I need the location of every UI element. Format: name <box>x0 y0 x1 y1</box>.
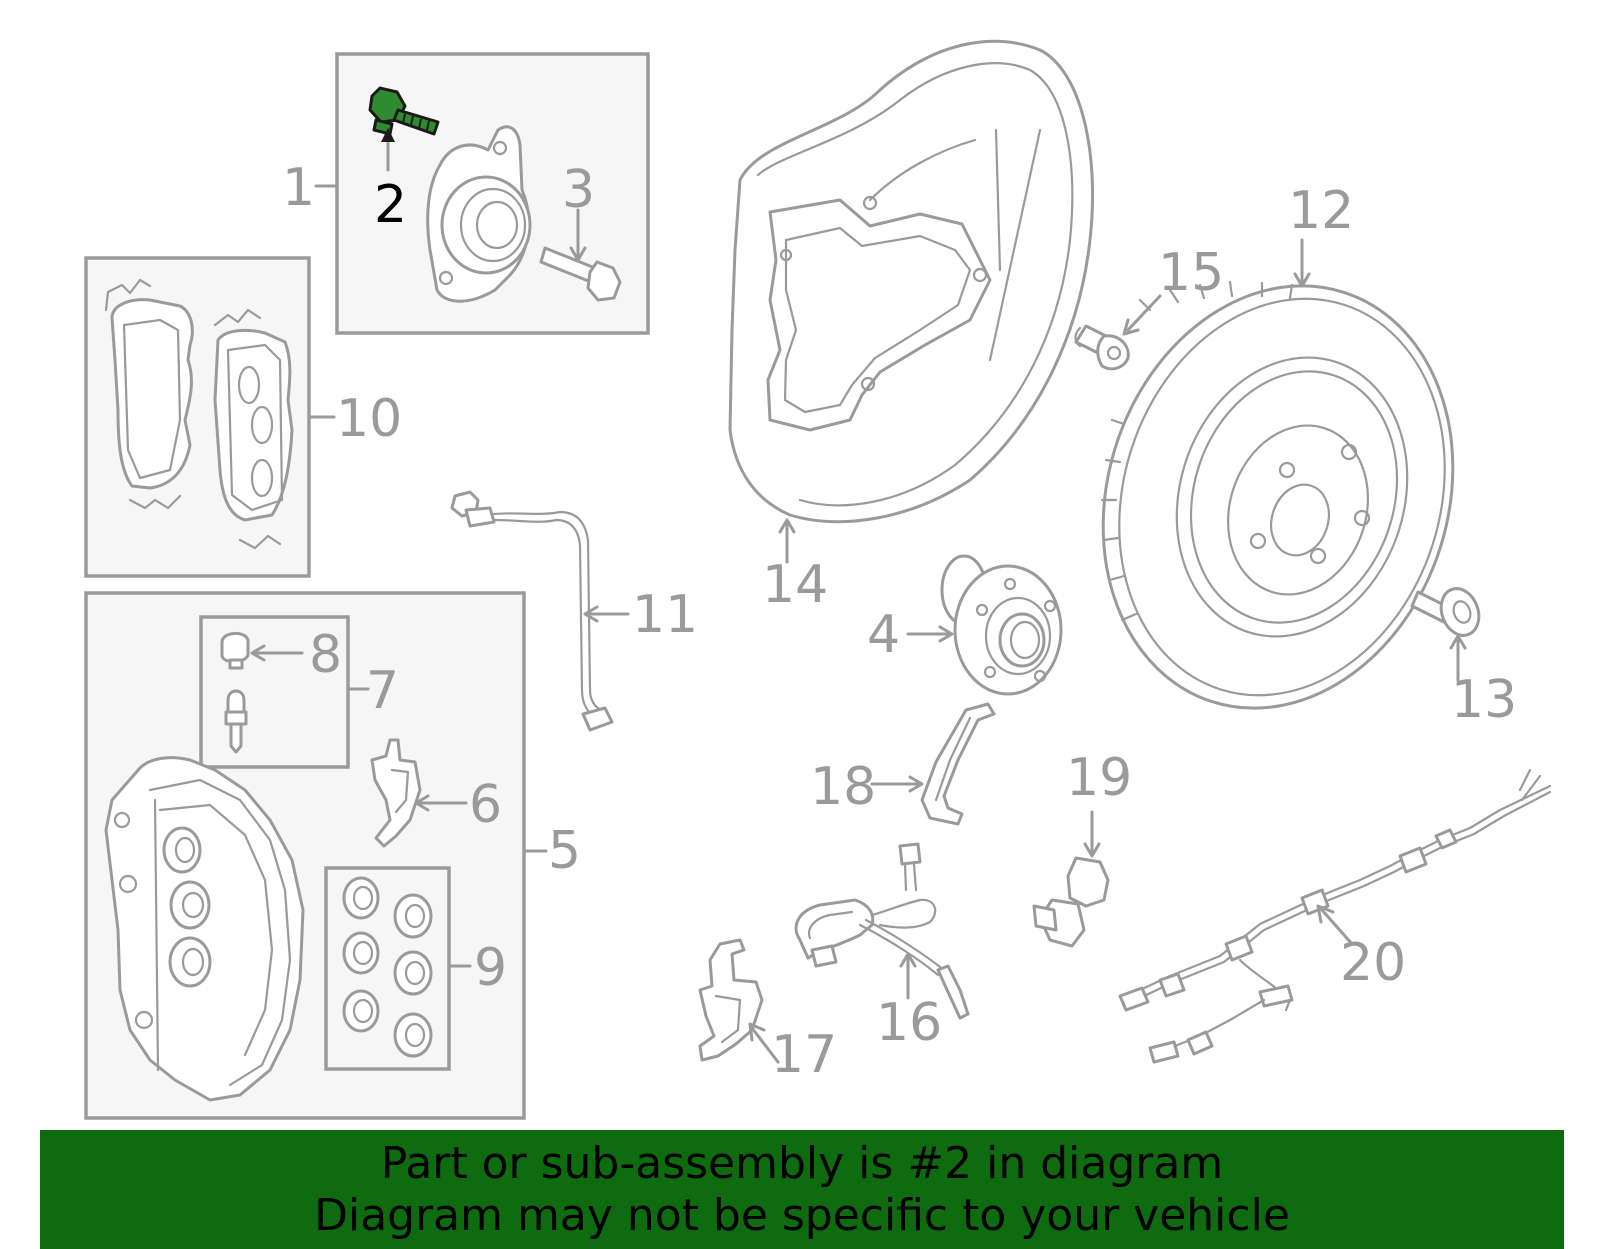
part-13-screw <box>1410 587 1481 637</box>
info-banner: Part or sub-assembly is #2 in diagram Di… <box>40 1130 1564 1249</box>
part-6-retaining-spring <box>370 738 422 848</box>
label-15: 15 <box>1158 243 1224 303</box>
part-hub-bearing-housing <box>426 125 532 303</box>
arrow-2 <box>381 128 395 142</box>
label-17: 17 <box>771 1025 837 1085</box>
part-18-bracket <box>920 702 996 826</box>
part-4-wheel-hub <box>940 554 1063 696</box>
label-19: 19 <box>1066 748 1132 808</box>
label-8: 8 <box>309 625 342 685</box>
part-10-brake-pads <box>104 278 294 550</box>
part-11-brake-hose <box>450 490 614 732</box>
label-3: 3 <box>562 160 595 220</box>
banner-line-2: Diagram may not be specific to your vehi… <box>314 1189 1290 1241</box>
leader-20 <box>1320 908 1354 946</box>
leader-17 <box>750 1026 780 1064</box>
label-18: 18 <box>810 757 876 817</box>
label-5: 5 <box>548 821 581 881</box>
label-12: 12 <box>1288 181 1354 241</box>
label-6: 6 <box>469 775 502 835</box>
part-3-bolt <box>539 246 622 302</box>
part-9-piston-seals <box>342 876 433 1058</box>
label-1: 1 <box>282 158 315 218</box>
part-12-brake-rotor <box>1100 280 1455 710</box>
label-9: 9 <box>474 938 507 998</box>
part-14-dust-shield <box>728 39 1094 524</box>
part-19-sensor <box>1032 856 1110 948</box>
part-15-bolt <box>1074 324 1130 371</box>
label-2[interactable]: 2 <box>374 175 407 235</box>
label-11: 11 <box>632 585 698 645</box>
part-16-wear-sensor <box>794 842 970 1020</box>
label-16: 16 <box>876 993 942 1053</box>
label-4: 4 <box>867 605 900 665</box>
part-17-bracket <box>698 938 764 1062</box>
part-20-wire-harness <box>1118 768 1552 1064</box>
part-7-bleeder-screw <box>224 689 248 754</box>
label-10: 10 <box>336 389 402 449</box>
label-13: 13 <box>1451 670 1517 730</box>
label-7: 7 <box>366 661 399 721</box>
label-20: 20 <box>1340 933 1406 993</box>
part-8-bleeder-cap <box>220 632 250 670</box>
leader-15 <box>1126 294 1162 332</box>
banner-line-1: Part or sub-assembly is #2 in diagram <box>380 1137 1224 1189</box>
part-5-caliper <box>104 756 305 1102</box>
label-14: 14 <box>762 555 828 615</box>
